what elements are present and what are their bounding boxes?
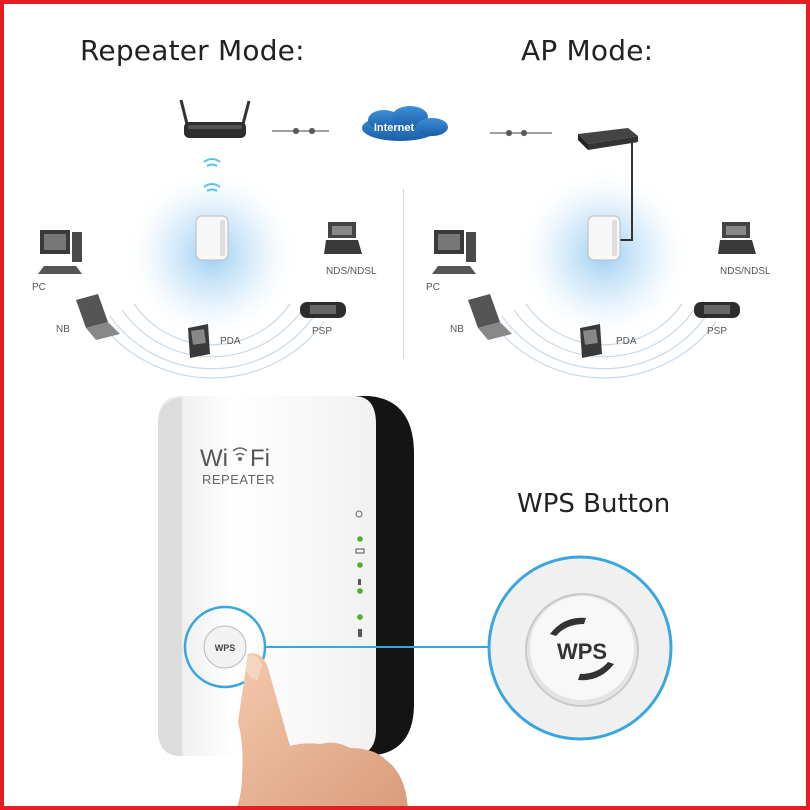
repeater-nb-label: NB	[56, 324, 70, 335]
wifi-logo-fi: Fi	[250, 445, 270, 472]
internet-links	[272, 127, 552, 137]
pc-icon	[432, 230, 476, 274]
modem-icon	[578, 128, 638, 150]
psp-icon	[300, 302, 346, 318]
laptop-icon	[76, 294, 120, 340]
wifi-signal-icon	[203, 158, 221, 192]
repeater-product: Wi Fi REPEATER WPS	[158, 396, 414, 806]
ap-nds-label: NDS/NDSL	[720, 266, 771, 277]
device-wps-label: WPS	[215, 643, 236, 653]
callout-wps-label: WPS	[557, 639, 607, 664]
ap-psp-label: PSP	[707, 326, 728, 337]
wps-button-label: WPS Button	[517, 489, 671, 519]
internet-label: Internet	[374, 122, 415, 134]
repeater-nds-label: NDS/NDSL	[326, 266, 377, 277]
psp-icon	[694, 302, 740, 318]
ap-diagram	[432, 128, 756, 379]
laptop-icon	[468, 294, 512, 340]
nds-icon	[324, 222, 362, 254]
ap-nb-label: NB	[450, 324, 464, 335]
repeater-diagram	[38, 99, 362, 379]
wifi-logo-icon	[232, 447, 248, 462]
pda-icon	[188, 324, 210, 358]
internet-cloud-icon: Internet	[362, 106, 448, 141]
repeater-psp-label: PSP	[312, 326, 333, 337]
ethernet-cable	[618, 142, 633, 241]
pc-icon	[38, 230, 82, 274]
ap-pc-label: PC	[426, 282, 440, 293]
repeater-device-icon	[195, 215, 229, 261]
repeater-mode-title: Repeater Mode:	[80, 34, 305, 67]
ap-pda-label: PDA	[616, 336, 637, 347]
pda-icon	[580, 324, 602, 358]
repeater-logo-sub: REPEATER	[202, 472, 275, 487]
nds-icon	[718, 222, 756, 254]
ap-device-icon	[587, 215, 621, 261]
ap-mode-title: AP Mode:	[521, 34, 654, 67]
repeater-pda-label: PDA	[220, 336, 241, 347]
repeater-pc-label: PC	[32, 282, 46, 293]
wps-refresh-arrows-icon	[550, 617, 614, 681]
wps-zoom-callout: WPS	[487, 555, 673, 741]
finger-image	[237, 653, 408, 806]
router-icon	[179, 99, 251, 138]
mode-divider	[403, 189, 404, 359]
network-diagram: Internet	[38, 99, 756, 806]
wifi-logo-wi: Wi	[200, 445, 228, 472]
status-leds	[355, 510, 365, 637]
